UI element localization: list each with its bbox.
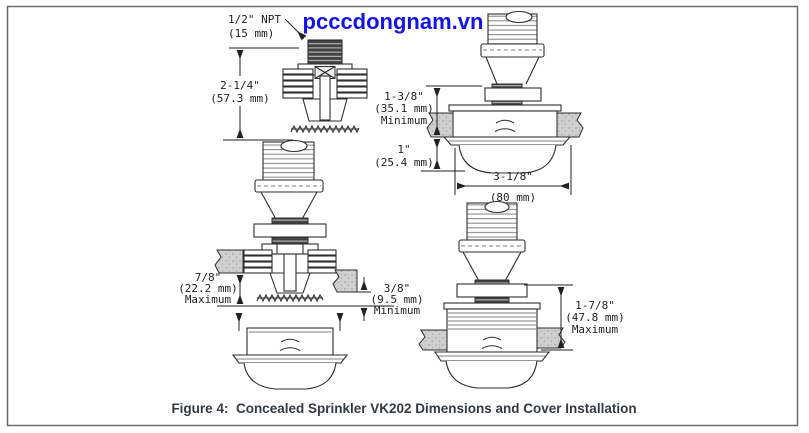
dim-label-height-line2: (57.3 mm) — [210, 92, 270, 105]
ceiling-tile-left — [418, 329, 448, 351]
dim-label-min-gap-line2: (9.5 mm) — [371, 293, 424, 306]
min-gap-dimension: 3/8" (9.5 mm) Minimum — [357, 277, 423, 321]
overall-height-dimension: 2-1/4" (57.3 mm) — [210, 47, 299, 141]
wrench-notch — [505, 10, 533, 24]
dim-label-min-recess-line1: 1-3/8" — [384, 90, 424, 103]
wrench-notch — [484, 200, 510, 214]
dim-label-cover-dia-line1: 3-1/8" — [493, 170, 533, 183]
ceiling-tile-left — [214, 249, 244, 274]
cover-dome — [458, 144, 557, 174]
ceiling-tile-right — [332, 269, 358, 293]
dim-label-height-line1: 2-1/4" — [220, 79, 260, 92]
dim-label-min-recess-line3: Minimum — [381, 114, 428, 127]
cover-flange — [433, 351, 551, 362]
dim-label-cover-dia-line2: (80 mm) — [490, 191, 536, 204]
cup-thread-ridges — [448, 312, 536, 330]
dim-label-cover-projection-line1: 1" — [397, 143, 410, 156]
dim-label-min-gap-line1: 3/8" — [384, 282, 411, 295]
dim-label-max-above-line2: (22.2 mm) — [178, 282, 238, 295]
dim-label-max-above-line3: Maximum — [185, 293, 232, 306]
dim-label-min-gap-line3: Minimum — [374, 304, 421, 317]
dim-label-max-depth-line3: Maximum — [572, 323, 619, 336]
sprinkler-fins — [243, 249, 337, 274]
dim-label-max-depth-line1: 1-7/8" — [575, 299, 615, 312]
pendent-sprinkler-drawing — [282, 39, 368, 134]
sprinkler-deflector — [256, 293, 324, 303]
npt-dimension: 1/2" NPT (15 mm) — [228, 13, 307, 41]
figure-caption: Figure 4: Concealed Sprinkler VK202 Dime… — [171, 401, 636, 416]
cover-dome — [445, 360, 538, 389]
dim-label-npt-line1: 1/2" NPT — [228, 13, 281, 26]
ceiling-tile-left — [426, 112, 454, 138]
sprinkler-deflector — [290, 124, 360, 134]
dim-label-cover-projection-line2: (25.4 mm) — [374, 156, 434, 169]
dim-label-max-depth-line2: (47.8 mm) — [565, 311, 625, 324]
recess-dimensions: 1-3/8" (35.1 mm) Minimum 1" (25.4 mm) — [374, 85, 482, 172]
dim-label-max-above-line1: 7/8" — [195, 271, 222, 284]
cover-assembly-drawing — [231, 313, 349, 390]
dim-label-npt-line2: (15 mm) — [228, 27, 274, 40]
figure-border — [6, 5, 799, 427]
dim-label-min-recess-line2: (35.1 mm) — [374, 102, 434, 115]
ceiling-tile-right — [556, 112, 584, 138]
wrench-on-sprinkler-drawing — [214, 139, 394, 307]
cover-dome — [243, 362, 337, 390]
wrench-notch — [280, 139, 308, 153]
sprinkler-fins — [282, 68, 368, 99]
cover-diameter-dimension: 3-1/8" (80 mm) — [454, 145, 572, 204]
watermark-text: pcccdongnam.vn — [303, 9, 484, 34]
wrench-drawing — [480, 10, 545, 85]
max-above-ceiling-dimension: 7/8" (22.2 mm) Maximum — [178, 271, 244, 306]
recessed-assembly-bottom-drawing — [418, 200, 566, 389]
max-depth-dimension: 1-7/8" (47.8 mm) Maximum — [524, 284, 625, 351]
